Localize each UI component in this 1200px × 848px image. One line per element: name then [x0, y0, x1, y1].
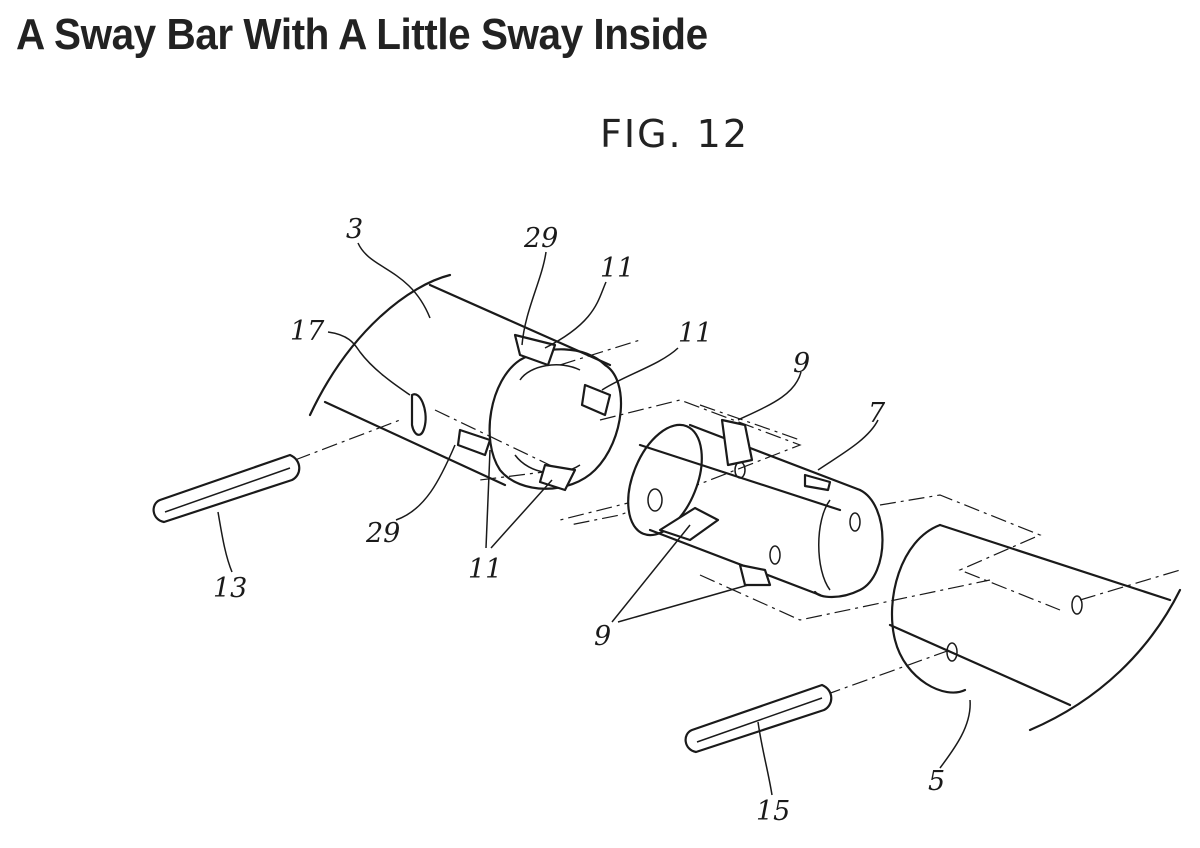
left-outer-tube — [308, 273, 623, 492]
callout-11-top: 11 — [600, 253, 634, 284]
callout-15: 15 — [756, 796, 790, 827]
callout-9-top: 9 — [793, 348, 810, 379]
callout-5: 5 — [928, 766, 945, 797]
inner-shaft — [627, 418, 884, 599]
reference-numerals: 3 29 11 11 17 9 7 29 11 13 9 15 5 — [213, 214, 945, 827]
pin-right — [684, 683, 833, 754]
callout-29-bottom: 29 — [365, 518, 400, 549]
center-lines — [294, 339, 1181, 696]
callout-29-top: 29 — [523, 223, 558, 254]
callout-3: 3 — [346, 214, 363, 245]
callout-7: 7 — [868, 398, 886, 429]
callout-11-bottom: 11 — [468, 554, 502, 585]
callout-11-right: 11 — [678, 318, 712, 349]
leader-lines — [217, 242, 971, 796]
callout-13: 13 — [213, 573, 247, 604]
right-outer-tube — [888, 523, 1182, 732]
figure-label: FIG. 12 — [600, 112, 750, 156]
pin-left — [152, 453, 301, 524]
article-headline: A Sway Bar With A Little Sway Inside — [16, 10, 708, 59]
callout-9-bottom: 9 — [594, 621, 611, 652]
callout-17: 17 — [290, 316, 325, 347]
